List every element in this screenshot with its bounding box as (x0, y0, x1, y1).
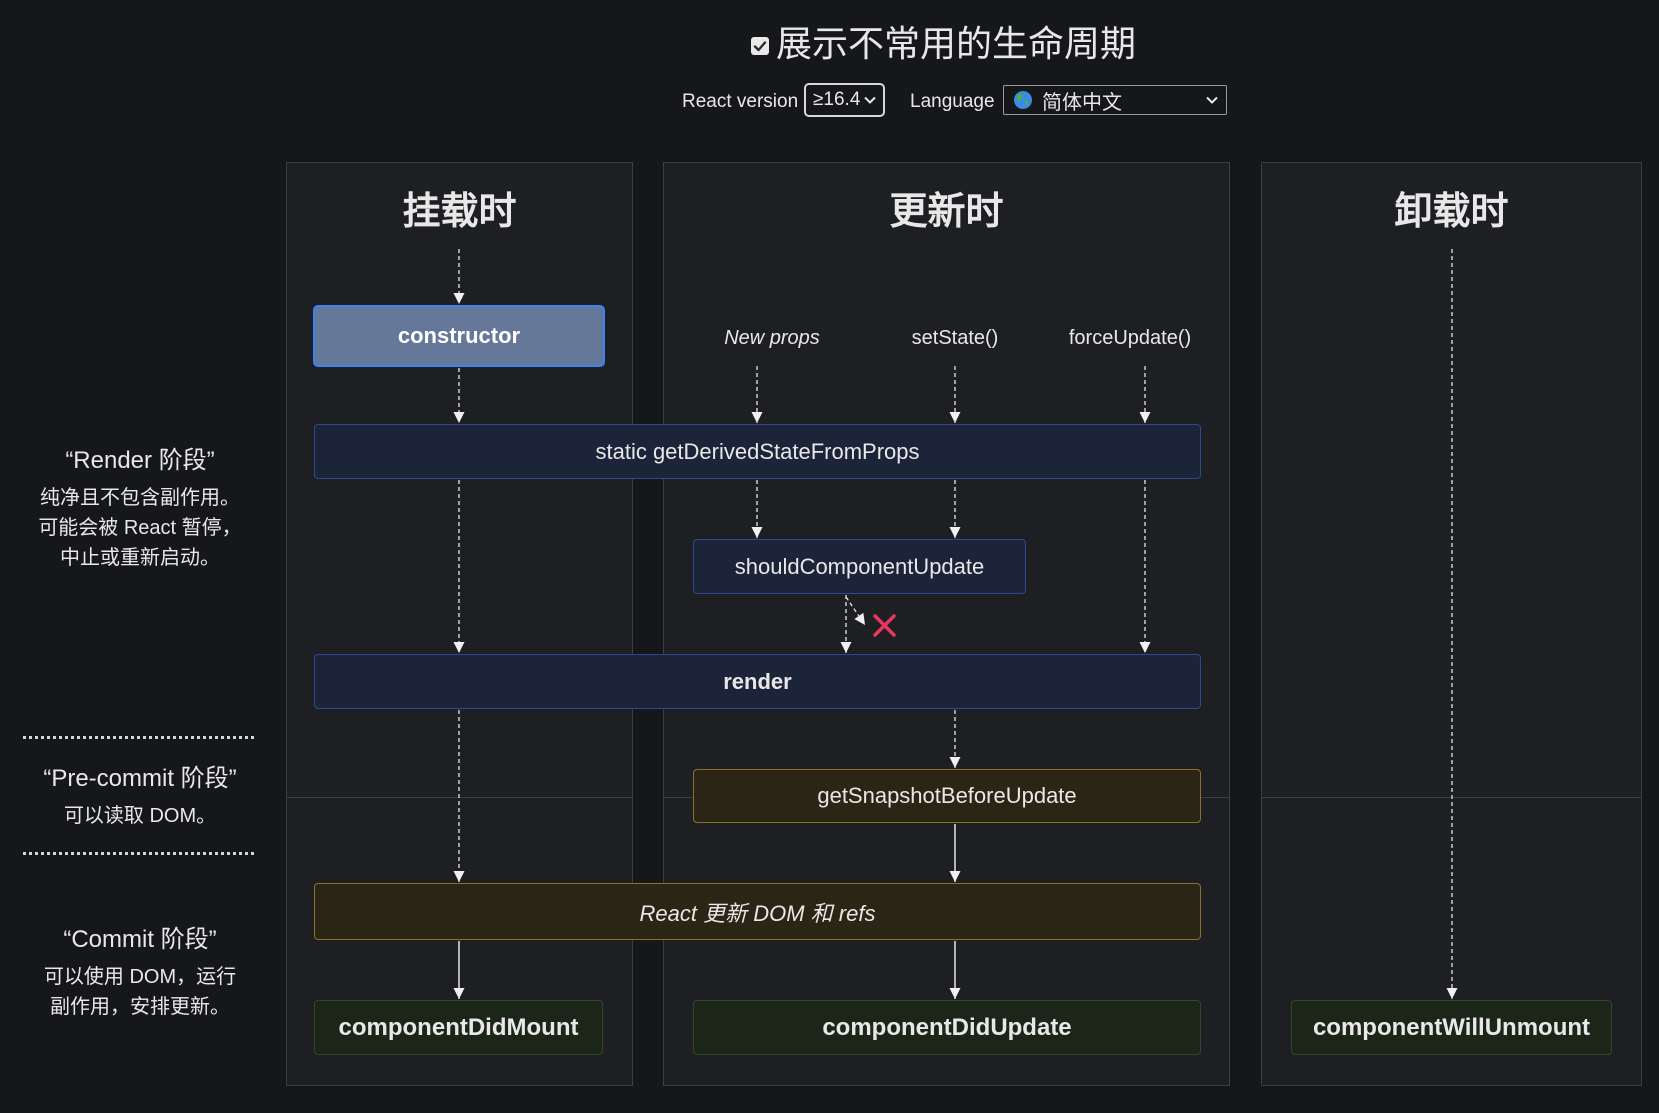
get-derived-state-from-props-box[interactable]: static getDerivedStateFromProps (314, 424, 1201, 479)
chevron-down-icon (864, 96, 877, 104)
trigger-set-state: setState() (911, 327, 999, 349)
column-divider (1262, 797, 1641, 798)
updating-column: 更新时 (663, 162, 1230, 1086)
chevron-down-icon (1206, 96, 1218, 104)
react-version-label: React version (682, 91, 799, 112)
render-phase-title: “Render 阶段” (65, 447, 215, 474)
get-derived-state-from-props-label: static getDerivedStateFromProps (595, 438, 920, 464)
should-component-update-label: shouldComponentUpdate (734, 553, 985, 579)
checkmark-icon (753, 41, 767, 52)
pre-commit-phase-description: 可以读取 DOM。 (13, 801, 267, 831)
component-did-update-label: componentDidUpdate (822, 1013, 1072, 1041)
component-will-unmount-label: componentWillUnmount (1312, 1013, 1591, 1041)
render-phase-note: “Render 阶段” 纯净且不包含副作用。 可能会被 React 暂停， 中止… (13, 445, 267, 573)
trigger-force-update: forceUpdate() (1068, 327, 1192, 349)
globe-icon (1014, 91, 1032, 109)
trigger-new-props: New props (724, 327, 820, 349)
component-will-unmount-box[interactable]: componentWillUnmount (1291, 1000, 1612, 1055)
render-label: render (723, 668, 792, 694)
render-phase-description: 纯净且不包含副作用。 可能会被 React 暂停， 中止或重新启动。 (13, 483, 267, 573)
render-box[interactable]: render (314, 654, 1201, 709)
component-did-mount-label: componentDidMount (338, 1013, 579, 1041)
phase-separator (23, 736, 254, 739)
react-version-value: ≥16.4 (813, 89, 861, 110)
commit-phase-line: 可以使用 DOM，运行 (43, 966, 237, 988)
updating-title: 更新时 (889, 191, 1004, 233)
react-updates-dom-label: React 更新 DOM 和 refs (639, 900, 876, 926)
unmounting-title: 卸载时 (1394, 191, 1509, 233)
react-updates-dom-box: React 更新 DOM 和 refs (314, 883, 1201, 940)
constructor-label: constructor (397, 323, 521, 348)
constructor-box[interactable]: constructor (313, 305, 605, 367)
mounting-column: 挂载时 (286, 162, 633, 1086)
unmounting-column: 卸载时 (1261, 162, 1642, 1086)
commit-phase-line: 副作用，安排更新。 (50, 996, 230, 1018)
render-phase-line: 可能会被 React 暂停， (38, 517, 242, 539)
language-label: Language (910, 91, 995, 112)
language-select[interactable]: 简体中文 (1003, 85, 1227, 115)
phase-separator (23, 852, 254, 855)
react-version-select[interactable]: ≥16.4 (804, 83, 885, 117)
language-value: 简体中文 (1042, 91, 1122, 114)
commit-phase-note: “Commit 阶段” 可以使用 DOM，运行 副作用，安排更新。 (13, 924, 267, 1022)
component-did-update-box[interactable]: componentDidUpdate (693, 1000, 1201, 1055)
commit-phase-title: “Commit 阶段” (63, 926, 217, 953)
component-did-mount-box[interactable]: componentDidMount (314, 1000, 603, 1055)
show-uncommon-label[interactable]: 展示不常用的生命周期 (776, 23, 1137, 64)
pre-commit-phase-title: “Pre-commit 阶段” (43, 765, 237, 792)
commit-phase-description: 可以使用 DOM，运行 副作用，安排更新。 (13, 962, 267, 1022)
pre-commit-phase-note: “Pre-commit 阶段” 可以读取 DOM。 (13, 763, 267, 831)
get-snapshot-before-update-label: getSnapshotBeforeUpdate (817, 783, 1077, 808)
mounting-title: 挂载时 (402, 191, 517, 233)
should-component-update-box[interactable]: shouldComponentUpdate (693, 539, 1026, 594)
render-phase-line: 纯净且不包含副作用。 (40, 487, 240, 509)
render-phase-line: 中止或重新启动。 (60, 547, 220, 569)
get-snapshot-before-update-box[interactable]: getSnapshotBeforeUpdate (693, 769, 1201, 823)
show-uncommon-checkbox[interactable] (751, 37, 769, 55)
column-divider (287, 797, 632, 798)
pre-commit-phase-line: 可以读取 DOM。 (63, 805, 217, 827)
